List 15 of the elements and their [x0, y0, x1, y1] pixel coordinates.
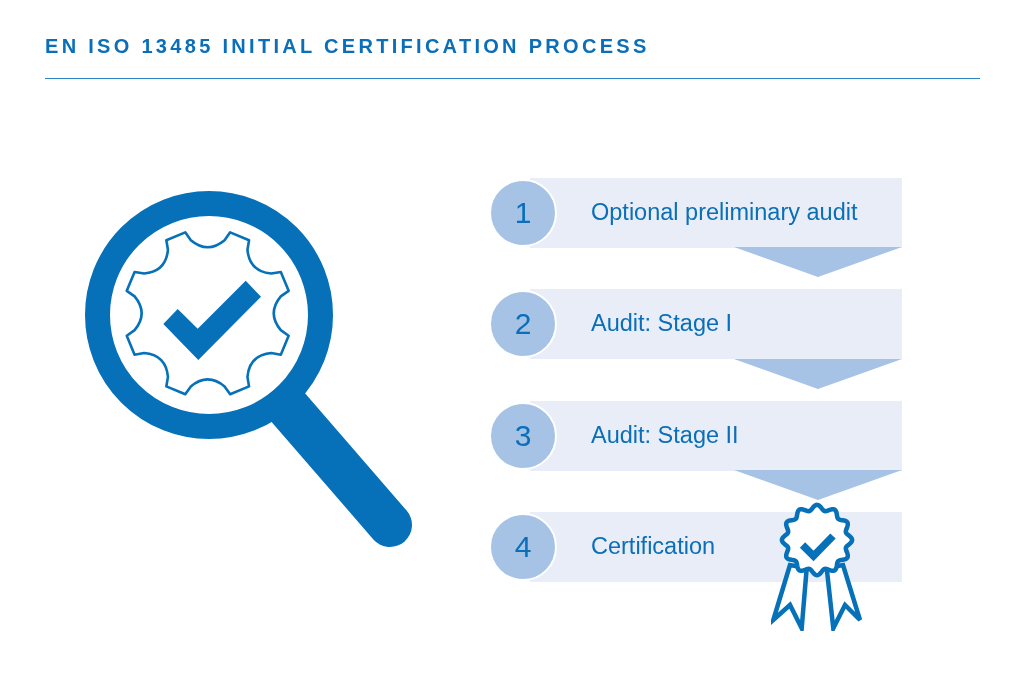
step-label: Optional preliminary audit: [591, 199, 858, 227]
step-number: 3: [514, 421, 532, 451]
step-label: Audit: Stage I: [591, 310, 733, 338]
step-band: [530, 401, 902, 471]
title: EN ISO 13485 INITIAL CERTIFICATION PROCESS: [45, 35, 650, 58]
step-band: [530, 289, 902, 359]
step-number: 1: [514, 198, 532, 228]
arrow: [734, 247, 902, 278]
step-label: Audit: Stage II: [591, 422, 739, 450]
step-number: 2: [514, 309, 532, 339]
step-band: [530, 178, 902, 248]
step-label: Certification: [591, 533, 716, 561]
step-number: 4: [514, 532, 532, 562]
arrow: [734, 358, 902, 390]
arrow: [734, 470, 902, 501]
